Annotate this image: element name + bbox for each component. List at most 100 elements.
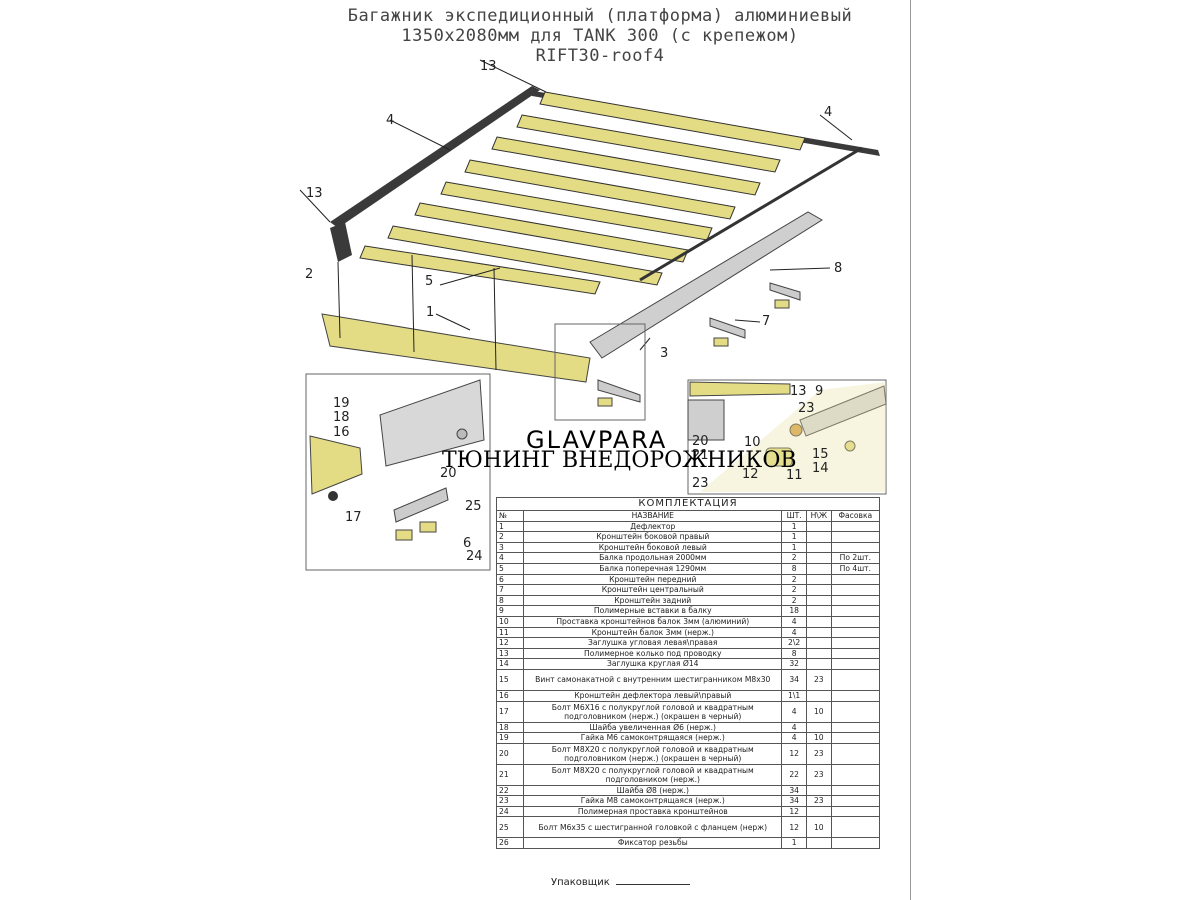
callout-9: 9 <box>815 384 823 399</box>
table-cell-nz <box>805 520 832 533</box>
table-cell-n: 18 <box>495 721 525 734</box>
table-cell-qty: 2 <box>781 594 807 607</box>
table-cell-n: 20 <box>495 742 525 765</box>
table-cell-name: Дефлектор <box>523 520 783 533</box>
table-cell-n: 1 <box>495 520 525 533</box>
table-cell-pack <box>830 605 881 617</box>
table-cell-qty: 18 <box>781 605 807 617</box>
inset-left-parts <box>309 379 485 541</box>
col-header-nz: Н\Ж <box>805 510 832 522</box>
table-cell-qty: 1 <box>781 520 807 533</box>
table-cell-pack <box>830 584 881 596</box>
callout-8: 8 <box>834 261 842 276</box>
callout-5: 5 <box>425 274 433 289</box>
table-cell-qty: 32 <box>781 658 807 670</box>
table-cell-qty: 34 <box>781 795 807 807</box>
parts-table-caption: КОМПЛЕКТАЦИЯ <box>496 497 880 511</box>
table-cell-qty: 4 <box>781 615 807 628</box>
table-cell-nz <box>805 541 832 554</box>
watermark-tagline: ТЮНИНГ ВНЕДОРОЖНИКОВ <box>442 448 797 473</box>
callout-11: 11 <box>786 468 803 483</box>
table-cell-pack <box>830 816 881 839</box>
table-cell-n: 10 <box>495 615 525 628</box>
callout-18: 18 <box>333 410 350 425</box>
table-cell-n: 16 <box>495 689 525 702</box>
table-cell-qty: 8 <box>781 647 807 660</box>
table-cell-nz: 23 <box>805 668 832 691</box>
table-cell-qty: 1 <box>781 531 807 543</box>
callout-14: 14 <box>812 461 829 476</box>
callout-23-bottom: 23 <box>692 476 709 491</box>
table-cell-name: Кронштейн боковой правый <box>523 531 783 543</box>
table-cell-n: 3 <box>495 541 525 554</box>
table-cell-pack <box>830 594 881 607</box>
table-cell-pack <box>830 732 881 744</box>
callout-20-right: 20 <box>692 434 709 449</box>
callout-6: 6 <box>463 536 471 551</box>
longitudinal-beam-left <box>330 86 540 228</box>
table-cell-nz <box>805 647 832 660</box>
table-cell-nz: 23 <box>805 763 832 786</box>
callout-17: 17 <box>345 510 362 525</box>
callout-10: 10 <box>744 435 761 450</box>
table-cell-pack <box>830 689 881 702</box>
inset-right-parts <box>687 381 887 492</box>
callout-12: 12 <box>742 467 759 482</box>
table-cell-name: Болт М8Х20 с полукруглой головой и квадр… <box>523 742 783 765</box>
callout-24: 24 <box>466 549 483 564</box>
table-cell-n: 2 <box>495 531 525 543</box>
title-line-3: RIFT30-roof4 <box>535 46 665 66</box>
side-bracket-right <box>589 211 823 359</box>
table-cell-nz <box>805 658 832 670</box>
signature-line <box>615 876 690 885</box>
col-header-qty: ШТ. <box>781 510 807 522</box>
table-cell-n: 15 <box>495 668 525 691</box>
table-cell-pack <box>830 784 881 797</box>
table-cell-nz <box>805 626 832 639</box>
table-cell-pack <box>830 615 881 628</box>
table-cell-nz <box>805 531 832 543</box>
table-cell-qty: 12 <box>781 805 807 818</box>
table-cell-qty: 8 <box>781 562 807 575</box>
detail-frame-center <box>554 323 646 421</box>
table-cell-name: Шайба Ø8 (нерж.) <box>523 784 783 797</box>
table-cell-pack <box>830 520 881 533</box>
col-header-name: НАЗВАНИЕ <box>523 510 783 522</box>
table-cell-qty: 2 <box>781 552 807 564</box>
table-cell-pack: По 4шт. <box>830 562 881 575</box>
table-cell-name: Кронштейн дефлектора левый\правый <box>523 689 783 702</box>
table-cell-nz <box>805 594 832 607</box>
table-cell-nz <box>805 689 832 702</box>
table-cell-n: 24 <box>495 805 525 818</box>
table-cell-nz <box>805 573 832 586</box>
callout-4-left: 4 <box>386 113 394 128</box>
table-cell-pack <box>830 541 881 554</box>
table-cell-qty: 12 <box>781 742 807 765</box>
table-cell-n: 25 <box>495 816 525 839</box>
table-cell-name: Полимерная проставка кронштейнов <box>523 805 783 818</box>
table-cell-n: 23 <box>495 795 525 807</box>
table-cell-name: Гайка М6 самоконтрящаяся (нерж.) <box>523 732 783 744</box>
table-cell-pack <box>830 637 881 649</box>
callout-15: 15 <box>812 447 829 462</box>
callout-2: 2 <box>305 267 313 282</box>
table-cell-n: 9 <box>495 605 525 617</box>
table-cell-nz <box>805 721 832 734</box>
table-cell-pack <box>830 658 881 670</box>
parts-table: КОМПЛЕКТАЦИЯ № НАЗВАНИЕ ШТ. Н\Ж Фасовка … <box>495 497 881 850</box>
table-cell-qty: 2\2 <box>781 637 807 649</box>
